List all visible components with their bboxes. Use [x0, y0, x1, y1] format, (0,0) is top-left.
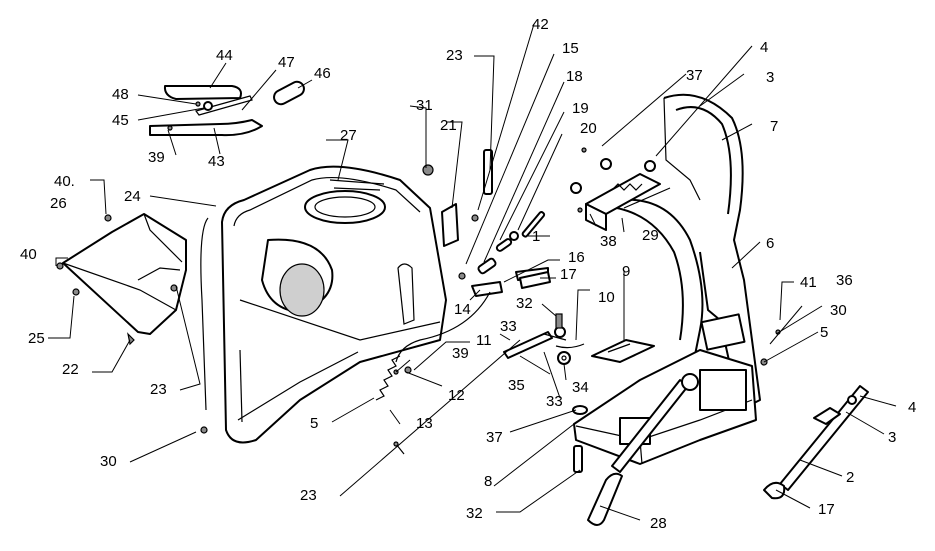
callout-15: 15 [562, 40, 579, 57]
callout-8: 8 [484, 473, 492, 490]
frame-assembly [573, 93, 781, 465]
plate-9 [591, 339, 655, 363]
callout-6: 6 [766, 235, 774, 252]
callout-10: 10 [598, 289, 615, 306]
callout-27: 27 [340, 127, 357, 144]
callout-22: 22 [62, 361, 79, 378]
callout-35: 35 [508, 377, 525, 394]
callout-23-top: 23 [446, 47, 463, 64]
top-bracket [570, 147, 671, 231]
handle-assembly [149, 80, 305, 137]
callout-41: 41 [800, 274, 817, 291]
callout-31: 31 [416, 97, 433, 114]
callout-34: 34 [572, 379, 589, 396]
callout-5-right: 5 [820, 324, 828, 341]
callout-42: 42 [532, 16, 549, 33]
callout-20: 20 [580, 120, 597, 137]
callout-40-dot: 40. [54, 173, 75, 190]
callout-30-right: 30 [830, 302, 847, 319]
callout-30-left: 30 [100, 453, 117, 470]
callout-16: 16 [568, 249, 585, 266]
callout-18: 18 [566, 68, 583, 85]
callout-37-top: 37 [686, 67, 703, 84]
callout-11: 11 [476, 332, 492, 349]
callout-23-bottom: 23 [300, 487, 317, 504]
seal-strip [200, 217, 209, 411]
callout-33-top: 33 [500, 318, 517, 335]
callout-labels: 44 47 46 48 45 39 43 31 27 21 23 42 15 1… [20, 16, 916, 532]
callout-2: 2 [846, 469, 854, 486]
callout-13: 13 [416, 415, 433, 432]
lever-handle [572, 373, 699, 526]
callout-3-top: 3 [766, 69, 774, 86]
callout-46: 46 [314, 65, 331, 82]
callout-12: 12 [448, 387, 465, 404]
callout-25: 25 [28, 330, 45, 347]
callout-5-left: 5 [310, 415, 318, 432]
callout-40: 40 [20, 246, 37, 263]
callout-39-mid: 39 [452, 345, 469, 362]
callout-26: 26 [50, 195, 67, 212]
linkage-parts [503, 313, 585, 365]
callout-44: 44 [216, 47, 233, 64]
callout-4-top: 4 [760, 39, 768, 56]
callout-32-top: 32 [516, 295, 533, 312]
callout-32-bottom: 32 [466, 505, 483, 522]
leader-lines [48, 23, 897, 521]
callout-39: 39 [148, 149, 165, 166]
callout-43: 43 [208, 153, 225, 170]
callout-17-right: 17 [818, 501, 835, 518]
callout-4-right: 4 [908, 399, 916, 416]
callout-17-mid: 17 [560, 266, 577, 283]
callout-9: 9 [622, 263, 630, 280]
callout-28: 28 [650, 515, 667, 532]
main-bin [200, 164, 447, 444]
callout-19: 19 [572, 100, 589, 117]
callout-36: 36 [836, 272, 853, 289]
callout-33-bottom: 33 [546, 393, 563, 410]
callout-14: 14 [454, 301, 471, 318]
callout-37-bottom: 37 [486, 429, 503, 446]
callout-29: 29 [642, 227, 659, 244]
callout-23-left: 23 [150, 381, 167, 398]
callout-48: 48 [112, 86, 129, 103]
callout-24: 24 [124, 188, 141, 205]
callout-21: 21 [440, 117, 457, 134]
callout-45: 45 [112, 112, 129, 129]
callout-1: 1 [532, 228, 540, 245]
side-panel [56, 213, 187, 346]
callout-3-right: 3 [888, 429, 896, 446]
callout-7: 7 [770, 118, 778, 135]
callout-38: 38 [600, 233, 617, 250]
callout-47: 47 [278, 54, 295, 71]
